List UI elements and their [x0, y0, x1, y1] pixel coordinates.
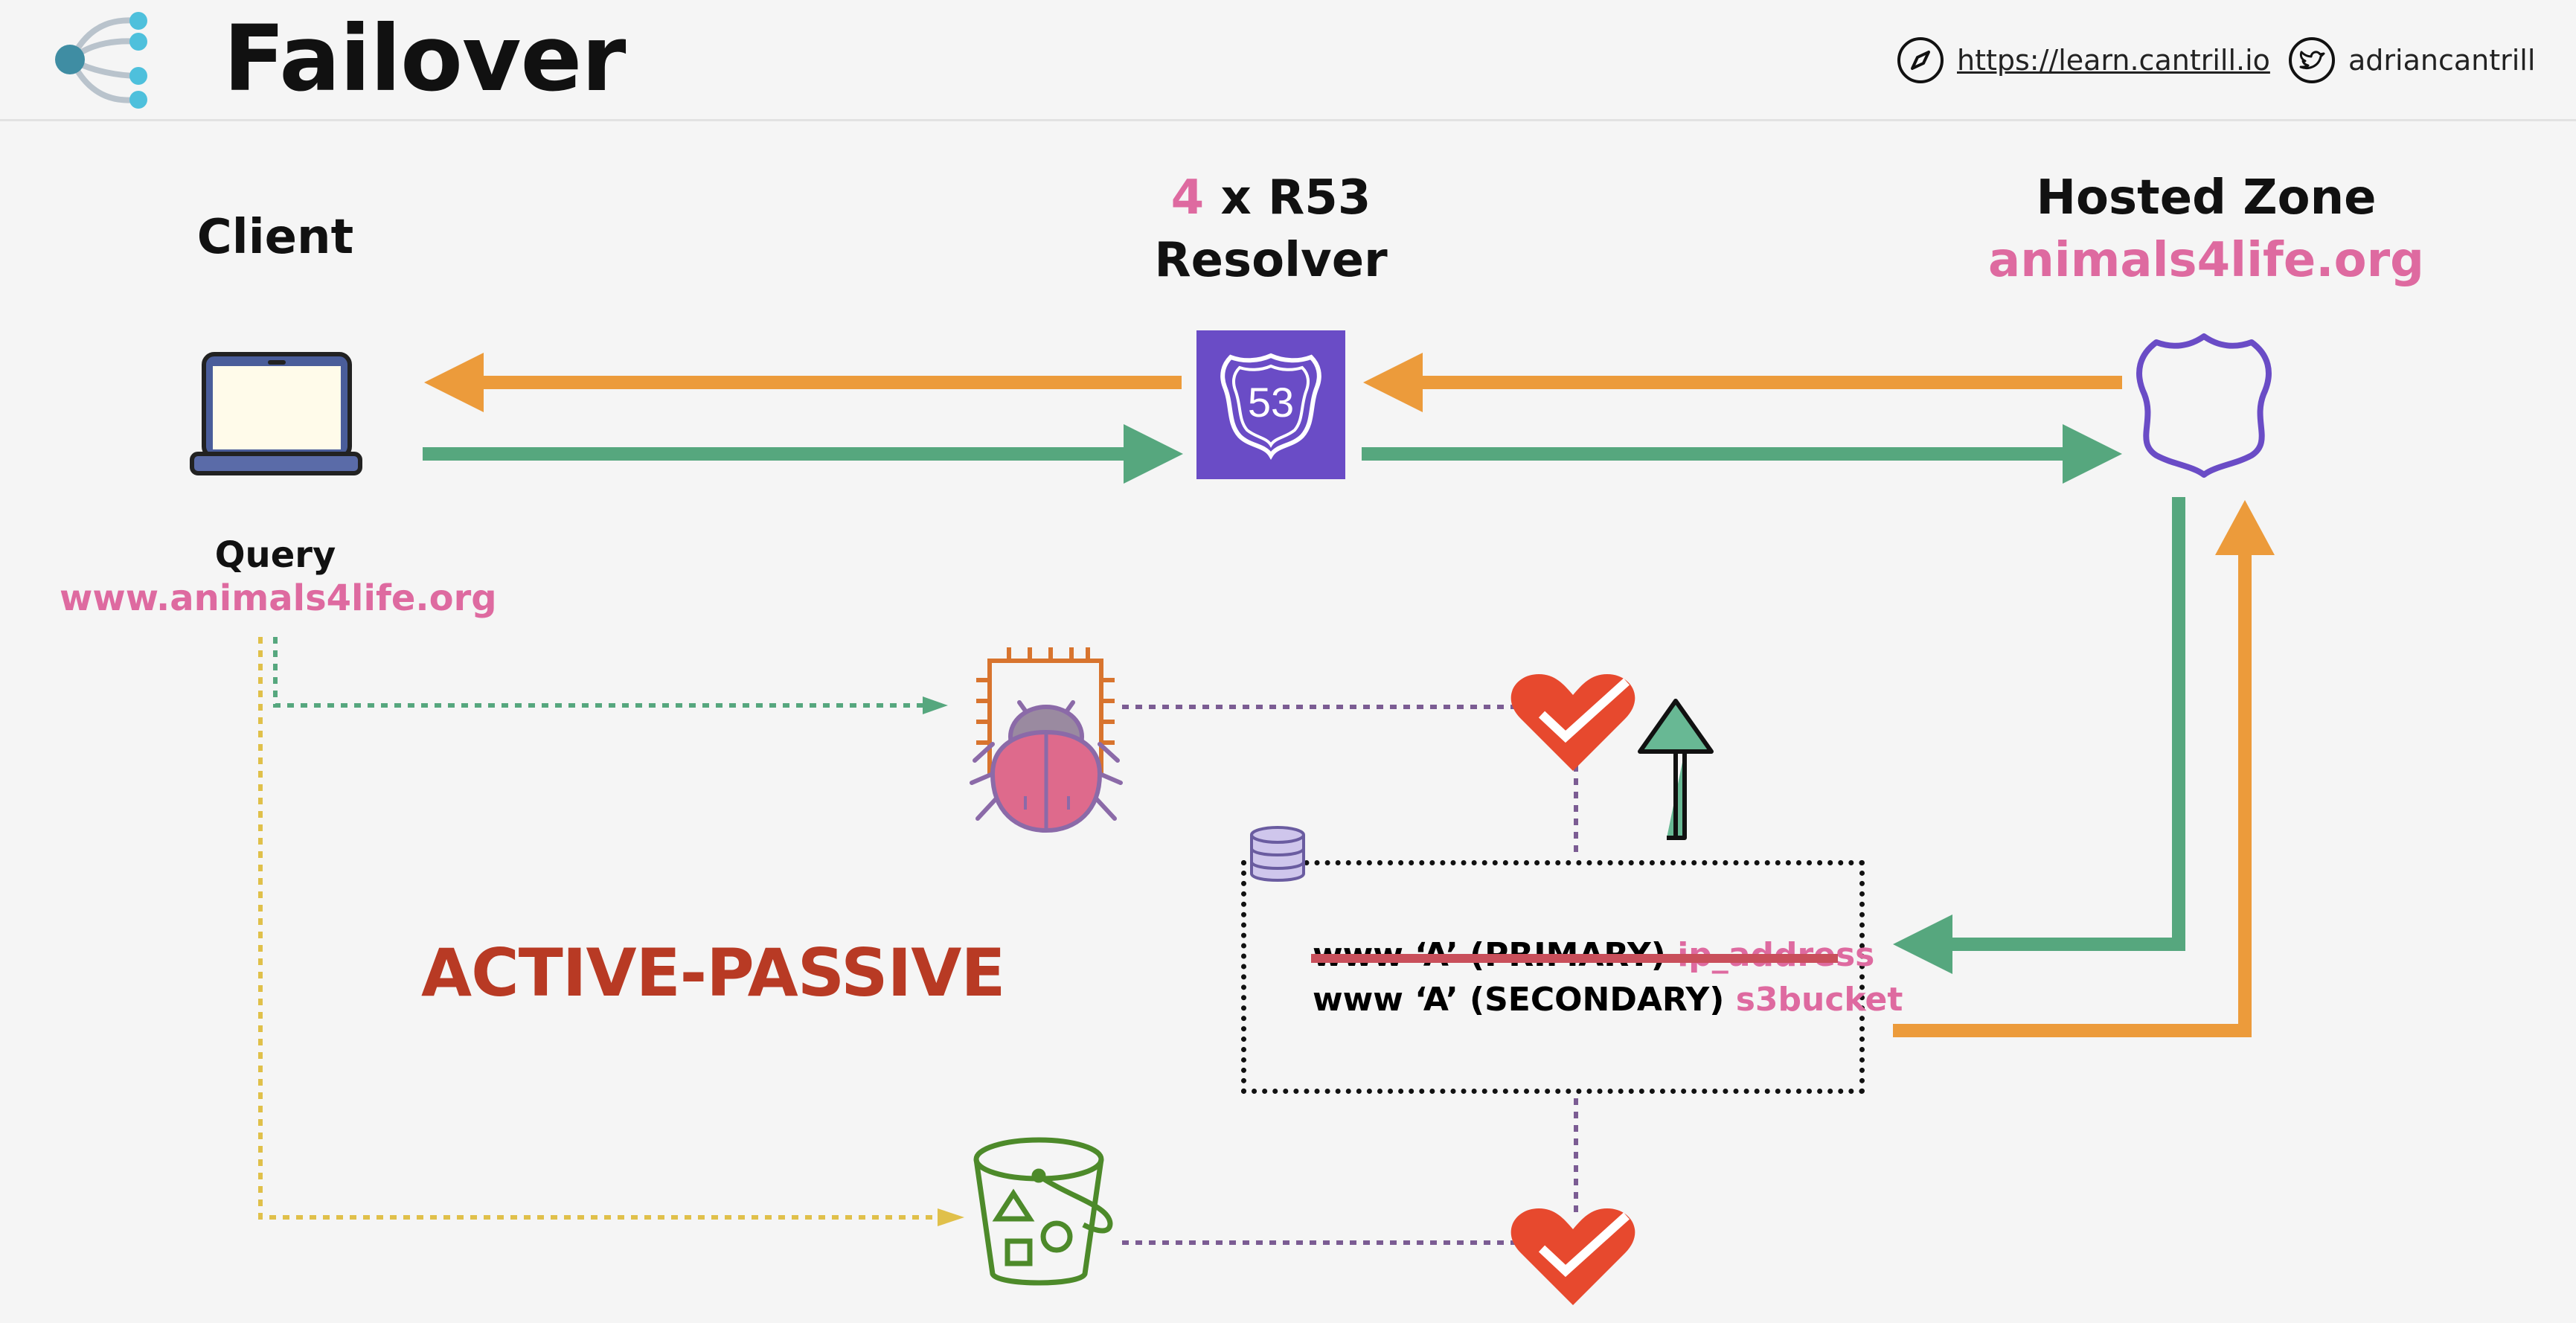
query-arrow-to-hosted-zone — [1362, 424, 2122, 484]
course-link[interactable]: https://learn.cantrill.io — [1896, 36, 2270, 85]
twitter-link[interactable]: adriancantrill — [2287, 36, 2535, 85]
secondary-record-target: s3bucket — [1735, 981, 1903, 1019]
resolver-label-rest: x R53 — [1204, 170, 1371, 225]
s3-bucket-icon — [973, 1137, 1113, 1286]
hosted-zone-shield-icon — [2136, 333, 2272, 478]
health-check-icon — [1510, 1208, 1635, 1305]
records-to-zone-arrow — [1893, 500, 2275, 1037]
query-label: Query — [214, 534, 336, 576]
compass-icon — [1897, 37, 1944, 83]
query-domain: www.animals4life.org — [60, 577, 497, 619]
secondary-record-name: www ‘A’ (SECONDARY) — [1313, 981, 1736, 1019]
course-url[interactable]: https://learn.cantrill.io — [1957, 44, 2270, 77]
secondary-path-arrowhead — [938, 1208, 964, 1226]
query-path-to-secondary — [258, 637, 939, 1220]
zone-to-records-arrow — [1893, 497, 2185, 974]
response-arrow-to-client — [424, 353, 1182, 412]
logo-icon — [55, 12, 147, 109]
header-bar: Failover https://learn.cantrill.io adria… — [0, 0, 2576, 121]
response-arrow-to-resolver — [1363, 353, 2122, 412]
bug-icon — [970, 700, 1123, 833]
mode-label: ACTIVE-PASSIVE — [421, 935, 1005, 1011]
up-arrow-icon — [1638, 699, 1714, 840]
laptop-icon — [190, 352, 362, 475]
query-path-arrowhead — [923, 696, 948, 714]
twitter-icon — [2289, 37, 2335, 83]
hosted-zone-domain: animals4life.org — [1988, 233, 2424, 288]
resolver-count: 4 — [1170, 170, 1205, 225]
health-check-icon — [1510, 674, 1635, 771]
database-icon — [1250, 826, 1305, 882]
query-path-to-primary — [273, 637, 923, 708]
page-title: Failover — [223, 6, 626, 112]
dns-records-box — [1241, 860, 1865, 1094]
route53-icon: 53 — [1196, 330, 1345, 479]
twitter-handle[interactable]: adriancantrill — [2348, 44, 2536, 77]
hosted-zone-label: Hosted Zone animals4life.org — [1964, 167, 2448, 292]
hosted-zone-title: Hosted Zone — [2036, 170, 2377, 225]
route53-icon-text: 53 — [1248, 379, 1294, 426]
secondary-record: www ‘A’ (SECONDARY) s3bucket — [1313, 981, 1903, 1019]
client-label: Client — [196, 210, 354, 265]
resolver-label: 4 x R53 Resolver — [1101, 167, 1441, 292]
resolver-label-line2: Resolver — [1154, 233, 1388, 288]
primary-record-strikethrough — [1311, 954, 1838, 963]
query-arrow-to-resolver — [423, 424, 1183, 484]
